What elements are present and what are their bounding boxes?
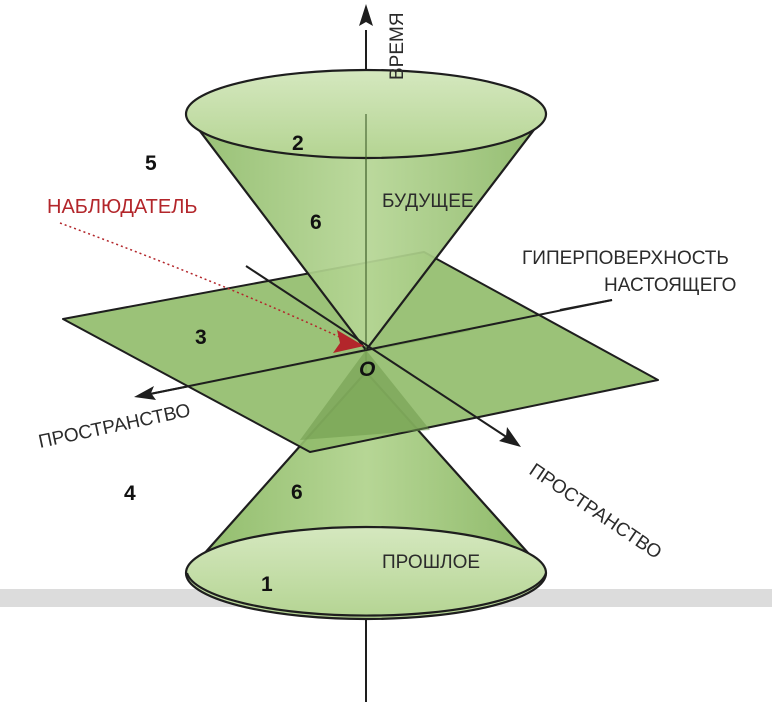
space-left-label: ПРОСТРАНСТВО [37,400,193,453]
observer-pointer [59,222,347,341]
past-label: ПРОШЛОЕ [382,552,480,573]
plane-horizontal-line [149,299,613,395]
region-number-3: 3 [195,326,207,349]
past-cone-through-plane [300,350,430,440]
space-axis-left-arrow [134,386,156,400]
region-number-6-bottom: 6 [291,481,303,504]
hypersurface-pointer-line [559,299,613,311]
future-label: БУДУЩЕЕ [382,191,474,212]
observer-arrowhead [333,330,364,353]
space-axis-right-arrow [499,427,521,447]
region-number-2: 2 [292,132,304,155]
observer-label: НАБЛЮДАТЕЛЬ [47,196,198,218]
time-axis-label: ВРЕМЯ [387,12,408,80]
region-number-1: 1 [261,573,273,596]
origin-label: O [359,358,375,381]
hypersurface-label-line1: ГИПЕРПОВЕРХНОСТЬ [522,248,729,269]
space-right-label: ПРОСТРАНСТВО [525,460,665,564]
region-number-6-top: 6 [310,211,322,234]
hypersurface-label-line2: НАСТОЯЩЕГО [604,275,736,296]
past-cone [184,370,548,621]
time-axis-arrow [359,4,373,26]
space-axis-right-line [245,265,509,439]
region-number-4: 4 [124,482,136,505]
region-number-5: 5 [145,152,157,175]
